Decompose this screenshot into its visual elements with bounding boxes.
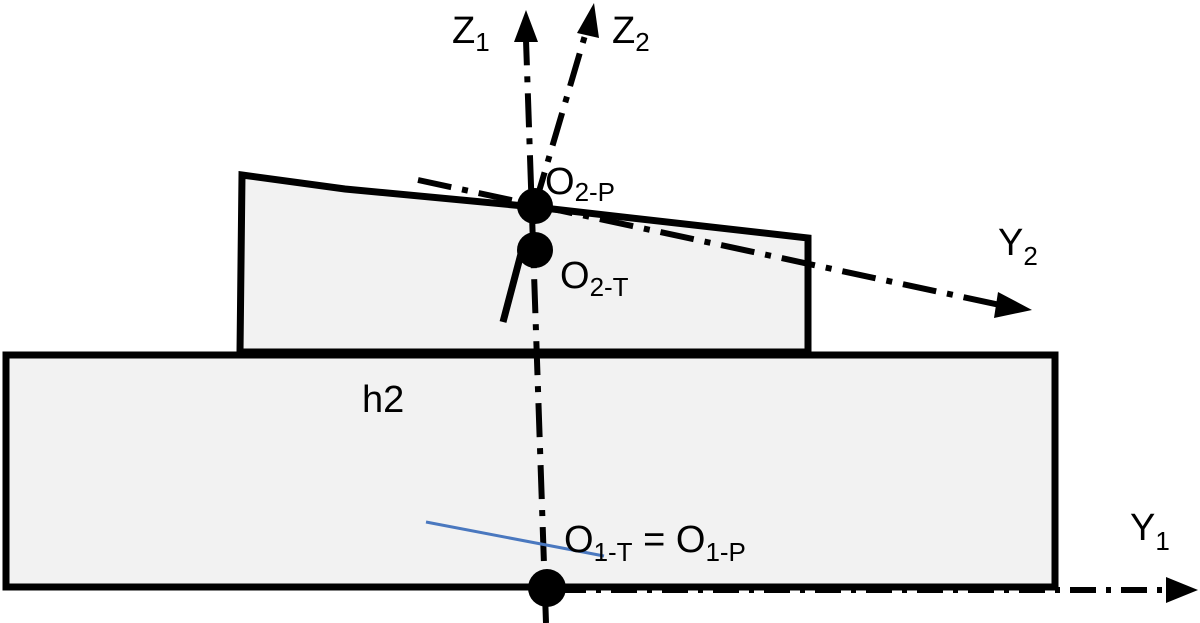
y1-arrowhead: [1166, 577, 1198, 603]
o2p-label: O2-P: [545, 161, 615, 207]
origin-o2p-point: [517, 188, 553, 224]
origin-o2t-point: [517, 232, 553, 268]
o1-label: O1-T = O1-P: [564, 519, 746, 567]
o2t-label: O2-T: [560, 255, 629, 302]
thin-blue-line: [425, 520, 605, 558]
z1-label: Z1: [452, 10, 490, 57]
y2-arrowhead: [994, 292, 1032, 318]
z2-axis-solid-segment: [499, 249, 526, 323]
y2-label: Y2: [998, 222, 1038, 271]
z1-arrowhead: [514, 10, 538, 42]
origin-o1-point: [528, 569, 566, 607]
z2-arrowhead: [577, 3, 599, 38]
z2-axis-line: [532, 31, 589, 206]
y1-label: Y1: [1130, 507, 1170, 556]
y2-axis-line: [417, 177, 1001, 308]
z2-label: Z2: [612, 10, 650, 57]
base-block: [2, 351, 1059, 591]
h2-label: h2: [362, 379, 404, 421]
